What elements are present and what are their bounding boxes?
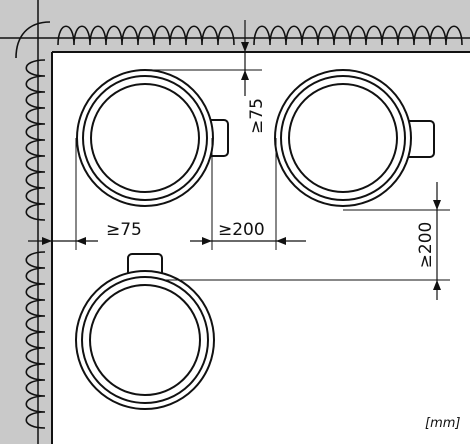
- unit-top-left: [76, 69, 229, 207]
- unit-bottom: [75, 253, 215, 410]
- units-label: [mm]: [425, 416, 460, 431]
- dimension-side-clearance: ≥75: [28, 138, 142, 250]
- dimension-top-clearance: ≥75: [145, 20, 267, 134]
- unit-top-right: [274, 69, 435, 207]
- top-insulation-pattern: [57, 25, 463, 46]
- top-clearance-label: ≥75: [247, 98, 267, 134]
- left-insulation-pattern: [25, 59, 46, 429]
- corner-insulation-curve: [15, 21, 51, 59]
- vertical-spacing-label: ≥200: [416, 222, 436, 269]
- dimension-horizontal-spacing: ≥200: [190, 138, 306, 250]
- horizontal-spacing-label: ≥200: [218, 220, 265, 240]
- top-wall: [0, 0, 470, 52]
- side-clearance-label: ≥75: [106, 220, 142, 240]
- dimension-vertical-spacing: ≥200: [162, 182, 450, 300]
